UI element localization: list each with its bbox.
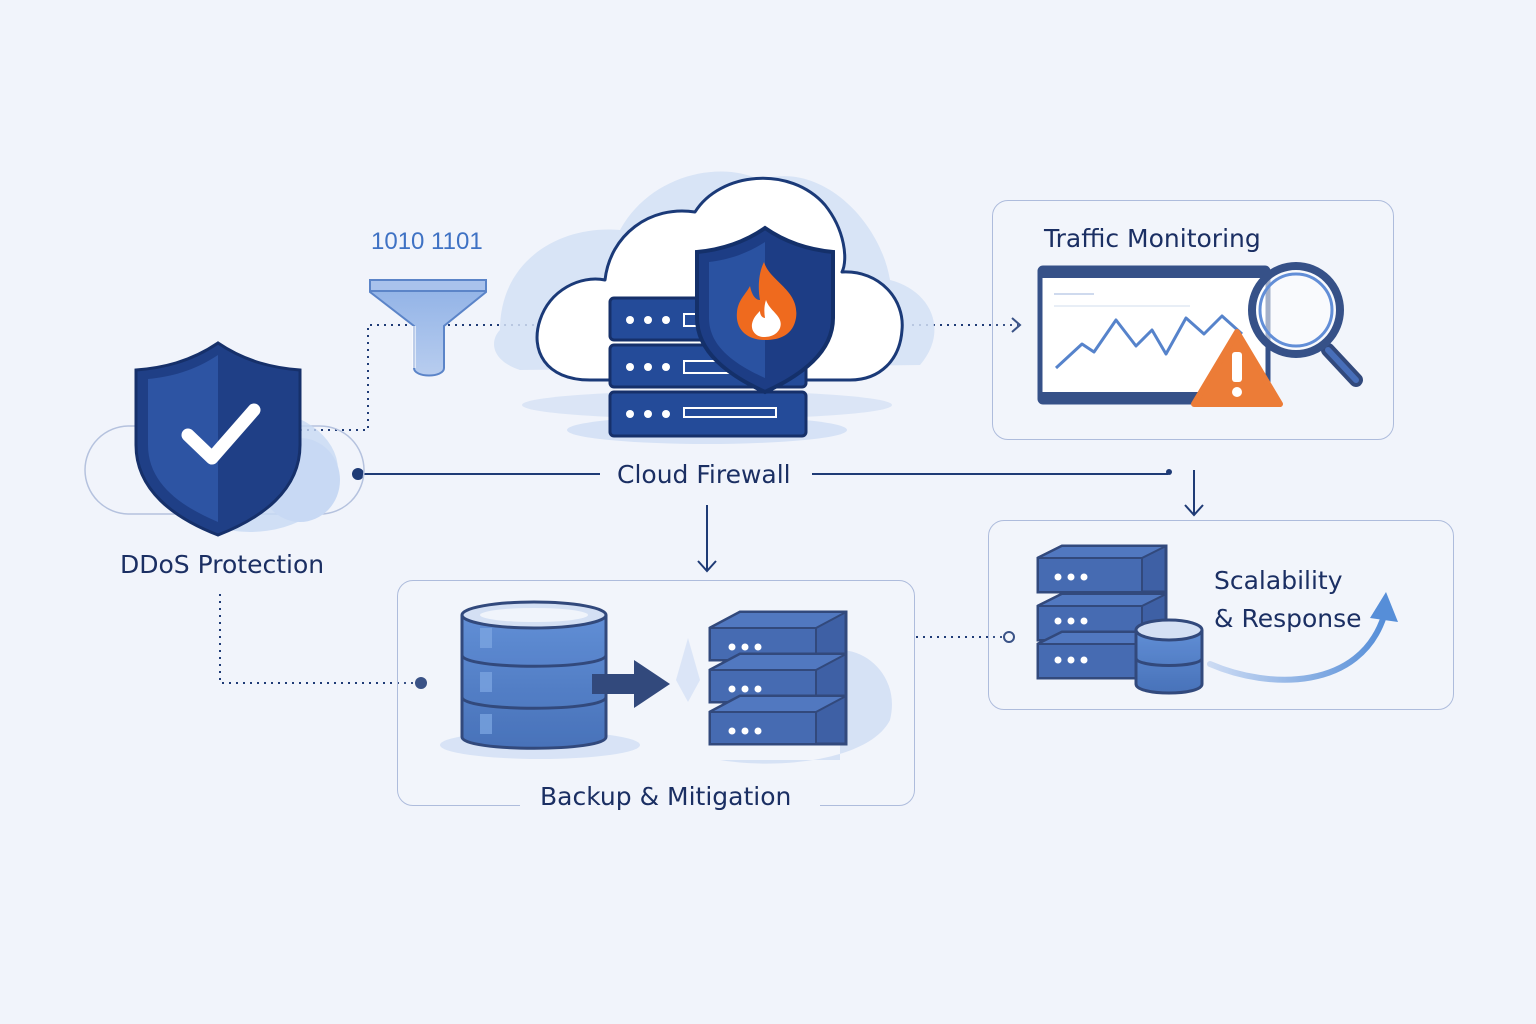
growth-arrow-icon xyxy=(1207,592,1398,683)
scalability-server-stack-icon xyxy=(1036,544,1168,680)
traffic-monitoring-label: Traffic Monitoring xyxy=(1044,224,1261,253)
firewall-label-bg xyxy=(604,458,810,492)
database-icon xyxy=(460,600,608,750)
backup-label-bg xyxy=(520,780,820,820)
connectors xyxy=(219,317,1204,684)
arrowhead-backup xyxy=(697,560,717,573)
traffic-monitoring-panel xyxy=(992,200,1394,440)
response-label: & Response xyxy=(1214,604,1362,633)
connector-dot-left xyxy=(352,468,364,480)
arrowhead-monitoring xyxy=(1011,317,1022,333)
scalability-label: Scalability xyxy=(1214,566,1343,595)
scalability-panel xyxy=(988,520,1454,710)
cloud-firewall-label: Cloud Firewall xyxy=(617,460,791,489)
backup-server-stack-icon xyxy=(708,610,848,746)
ddos-protection-label: DDoS Protection xyxy=(120,550,325,579)
shield-fire-icon xyxy=(695,225,835,395)
funnel-icon xyxy=(369,279,487,377)
warning-icon xyxy=(1191,329,1283,407)
connector-dot-backup xyxy=(415,677,427,689)
arrow-right-icon xyxy=(592,638,700,708)
connector-ring-scalability xyxy=(1003,631,1015,643)
shield-check-icon xyxy=(84,341,365,537)
binary-stream-label: 1010 1101 xyxy=(371,228,483,255)
backup-glow xyxy=(720,650,892,764)
connector-ddos-to-funnel xyxy=(300,324,410,431)
magnifier-icon xyxy=(1248,262,1363,387)
connector-dot-right xyxy=(1166,469,1172,475)
backup-mitigation-label: Backup & Mitigation xyxy=(540,782,792,811)
arrowhead-scalability xyxy=(1184,504,1204,517)
connector-ddos-to-backup xyxy=(219,594,420,684)
small-database-icon xyxy=(1134,618,1204,695)
backup-panel xyxy=(397,580,915,806)
